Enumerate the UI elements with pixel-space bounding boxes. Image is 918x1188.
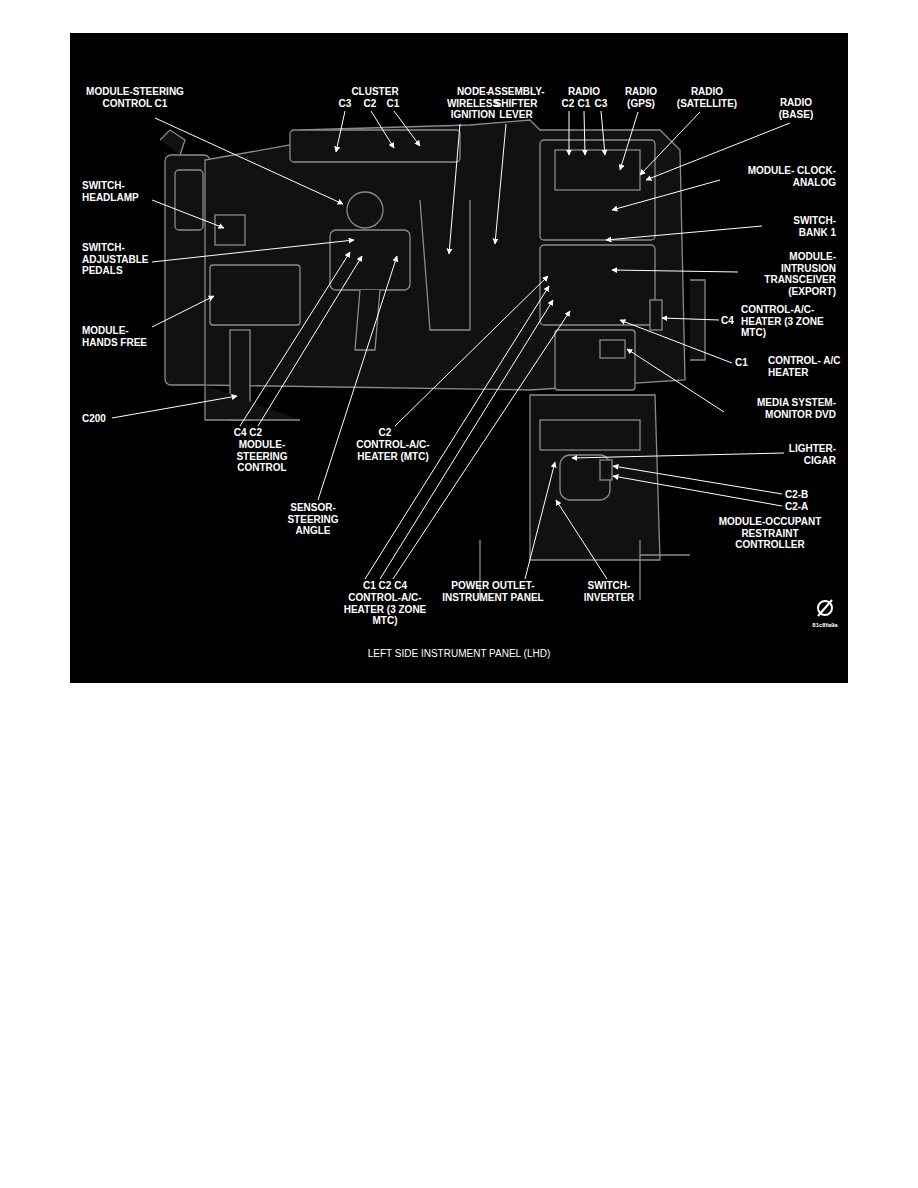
connector-id: C4 C2	[228, 427, 268, 439]
connector-id: C1 C2 C4	[355, 580, 415, 592]
part-label: SWITCH- INVERTER	[574, 580, 644, 603]
figure-caption: LEFT SIDE INSTRUMENT PANEL (LHD)	[259, 648, 659, 660]
part-label: SWITCH- HEADLAMP	[82, 180, 172, 203]
part-label: SWITCH- BANK 1	[766, 215, 836, 238]
part-label: RADIO (SATELLITE)	[667, 86, 747, 109]
part-label: POWER OUTLET- INSTRUMENT PANEL	[438, 580, 548, 603]
connector-id: C3	[592, 98, 610, 110]
connector-id: C2	[559, 98, 577, 110]
part-label: MODULE- HANDS FREE	[82, 325, 162, 348]
part-label: CONTROL- A/C HEATER	[768, 355, 843, 378]
connector-id: C2-A	[785, 501, 825, 513]
connector-id: C1	[735, 357, 755, 369]
part-label: MODULE- STEERING CONTROL	[227, 439, 297, 474]
part-label: MODULE- INTRUSION TRANSCEIVER (EXPORT)	[741, 251, 836, 297]
connector-id: C2	[375, 427, 395, 439]
part-label: CLUSTER	[345, 86, 405, 98]
part-label: MODULE-OCCUPANT RESTRAINT CONTROLLER	[715, 516, 825, 551]
connector-id: C4	[721, 315, 741, 327]
part-label: RADIO (BASE)	[766, 97, 826, 120]
connector-id: C1	[575, 98, 593, 110]
connector-id: C3	[335, 98, 355, 110]
part-label: CONTROL-A/C- HEATER (3 ZONE MTC)	[340, 592, 430, 627]
part-label: MEDIA SYSTEM- MONITOR DVD	[726, 397, 836, 420]
part-label: CONTROL-A/C- HEATER (MTC)	[351, 439, 436, 462]
part-label: CONTROL-A/C- HEATER (3 ZONE MTC)	[741, 304, 831, 339]
connector-id: C200	[82, 413, 122, 425]
connector-id: C1	[383, 98, 403, 110]
part-label: LIGHTER- CIGAR	[766, 443, 836, 466]
part-label: ASSEMBLY- SHIFTER LEVER	[480, 86, 552, 121]
part-label: SWITCH- ADJUSTABLE PEDALS	[82, 242, 172, 277]
connector-id: C2	[360, 98, 380, 110]
part-label: RADIO	[559, 86, 609, 98]
connector-id: C2-B	[785, 489, 825, 501]
part-label: RADIO (GPS)	[619, 86, 664, 109]
part-label: MODULE-STEERING CONTROL C1	[75, 86, 195, 109]
figure-code: 81c8fa9a	[800, 622, 850, 629]
part-label: SENSOR- STEERING ANGLE	[278, 502, 348, 537]
part-label: MODULE- CLOCK-ANALOG	[726, 165, 836, 188]
